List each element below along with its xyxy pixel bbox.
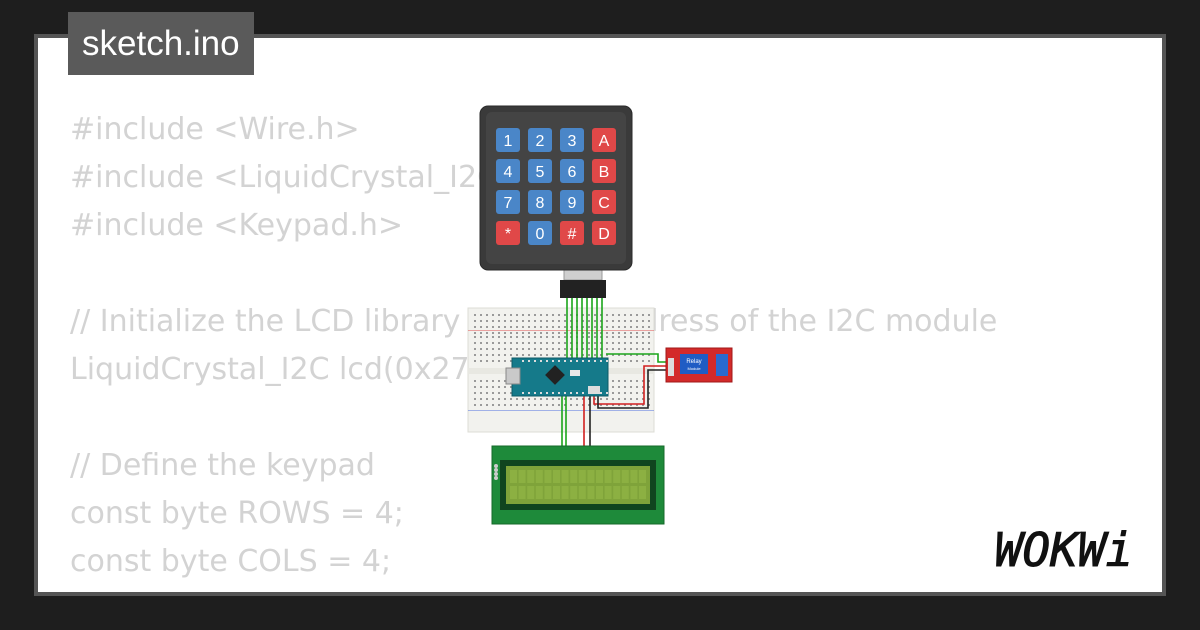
code-line: char keys[ROWS][COLS] = { xyxy=(70,592,498,596)
file-name-tab[interactable]: sketch.ino xyxy=(68,12,254,75)
keypad-key: 3 xyxy=(560,128,584,152)
keypad-key: 0 xyxy=(528,221,552,245)
keypad-key: A xyxy=(592,128,616,152)
code-line: const byte ROWS = 4; xyxy=(70,496,404,531)
keypad-connector xyxy=(560,269,606,298)
code-line: // Define the keypad xyxy=(70,448,375,483)
keypad-key-label: * xyxy=(505,226,511,243)
keypad-key-label: 5 xyxy=(536,164,545,181)
lcd-display xyxy=(491,445,665,525)
keypad-key: 6 xyxy=(560,159,584,183)
code-line: const byte COLS = 4; xyxy=(70,544,392,579)
wokwi-logo: WOKWi xyxy=(994,523,1133,578)
keypad-key: 2 xyxy=(528,128,552,152)
keypad-key-label: 3 xyxy=(568,133,577,150)
keypad-key-label: 6 xyxy=(568,164,577,181)
keypad-key-label: D xyxy=(598,226,610,243)
circuit-diagram: Relay Module 1 2 3 A 4 5 6 B 7 8 9 C * 0 # D xyxy=(466,104,736,528)
keypad-key: 7 xyxy=(496,190,520,214)
keypad-key-label: B xyxy=(599,164,610,181)
keypad-key-label: # xyxy=(568,226,577,243)
keypad-key-label: 8 xyxy=(536,195,545,212)
relay-module: Relay Module xyxy=(665,347,733,383)
keypad-key: 5 xyxy=(528,159,552,183)
arduino-nano xyxy=(505,357,609,397)
keypad-key: * xyxy=(496,221,520,245)
keypad-key-label: 4 xyxy=(504,164,513,181)
keypad-key: B xyxy=(592,159,616,183)
code-line: #include <Keypad.h> xyxy=(70,208,404,243)
code-line: #include <Wire.h> xyxy=(70,112,360,147)
code-preview: #include <Wire.h> #include <LiquidCrysta… xyxy=(70,106,997,596)
keypad-key-label: 9 xyxy=(568,195,577,212)
relay-sublabel: Module xyxy=(687,366,701,371)
keypad-key: 1 xyxy=(496,128,520,152)
keypad-key: 4 xyxy=(496,159,520,183)
keypad-key: 9 xyxy=(560,190,584,214)
keypad-key-label: A xyxy=(599,133,610,150)
keypad: 1 2 3 A 4 5 6 B 7 8 9 C * 0 # D xyxy=(479,105,633,271)
keypad-key: C xyxy=(592,190,616,214)
keypad-key-label: 0 xyxy=(536,226,545,243)
relay-label: Relay xyxy=(686,359,701,365)
logo-text: WOKWi xyxy=(995,523,1133,577)
keypad-key: 8 xyxy=(528,190,552,214)
keypad-key-label: 7 xyxy=(504,195,513,212)
keypad-key: # xyxy=(560,221,584,245)
keypad-key-label: 1 xyxy=(504,133,513,150)
keypad-key-label: 2 xyxy=(536,133,545,150)
keypad-key-label: C xyxy=(598,195,610,212)
keypad-key: D xyxy=(592,221,616,245)
breadboard xyxy=(467,307,655,433)
